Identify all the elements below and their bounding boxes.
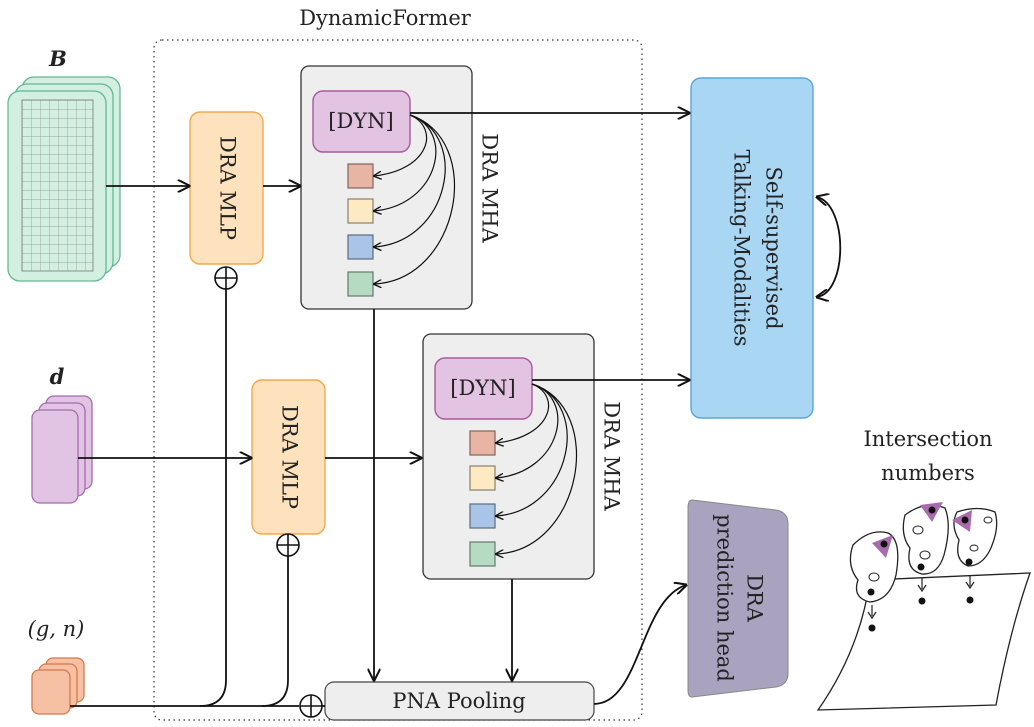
self-supervised-line1: Self-supervised	[762, 166, 786, 329]
mha-bottom-token-3	[469, 503, 496, 529]
intersection-illustration	[816, 502, 1031, 711]
mha-top-token-3	[347, 234, 374, 260]
dra-prediction-head-line1: DRA	[743, 574, 767, 623]
diagram-title: DynamicFormer	[299, 6, 472, 30]
attention-curves-top	[374, 114, 456, 284]
self-supervised-box	[690, 77, 814, 419]
dra-prediction-head	[687, 499, 789, 698]
dyn-token-top	[312, 90, 411, 153]
mha-top-token-2	[347, 198, 374, 224]
dyn-token-bottom	[434, 357, 533, 420]
mha-bottom-token-1	[469, 430, 496, 456]
input-d-stack	[31, 395, 93, 504]
self-supervised-line2: Talking-Modalities	[730, 149, 754, 346]
oplus-pooling-icon	[299, 694, 323, 718]
dra-prediction-head-line2: prediction head	[713, 514, 737, 682]
self-supervised-loop-arrow	[817, 197, 842, 297]
mha-bottom-token-2	[469, 465, 496, 491]
input-gn-label: (g, n)	[28, 617, 85, 641]
dra-mha-bottom-label: DRA MHA	[600, 401, 624, 511]
mha-top-token-4	[347, 271, 374, 297]
intersection-label-line1: Intersection	[863, 427, 992, 451]
dyn-token-top-label: [DYN]	[328, 109, 393, 133]
mha-top-token-1	[347, 163, 374, 189]
connection-wires	[70, 113, 689, 707]
dra-mha-top-label: DRA MHA	[478, 133, 502, 243]
intersection-label-line2: numbers	[881, 461, 975, 485]
mha-bottom-token-4	[469, 541, 496, 567]
oplus-bottom-icon	[276, 533, 300, 557]
input-b-label: B	[48, 46, 67, 71]
dra-mlp-top-label: DRA MLP	[216, 136, 240, 240]
dra-mlp-bottom-label: DRA MLP	[278, 405, 302, 509]
oplus-top-icon	[214, 266, 238, 290]
input-gn-stack	[31, 657, 85, 715]
input-b-matrix-stack	[7, 76, 121, 282]
pna-pooling-box	[324, 681, 595, 721]
dyn-token-bottom-label: [DYN]	[450, 376, 515, 400]
input-d-label: d	[50, 364, 65, 389]
pna-pooling-label: PNA Pooling	[392, 689, 525, 713]
attention-curves-bottom	[496, 383, 578, 554]
